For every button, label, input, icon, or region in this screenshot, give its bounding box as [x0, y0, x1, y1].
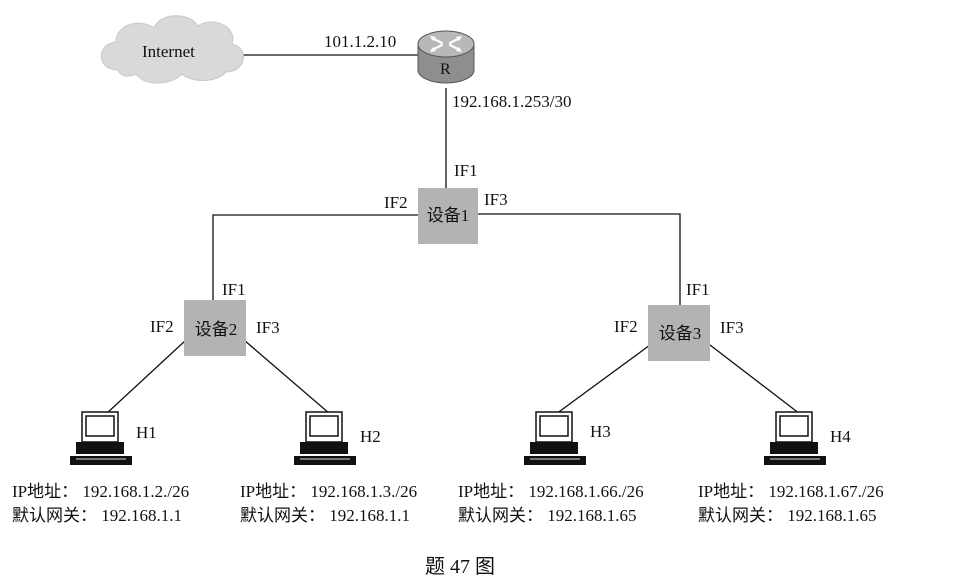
device2-label: 设备2 — [194, 320, 238, 339]
router-wan-ip: 101.1.2.10 — [324, 32, 397, 51]
host-h4-name: H4 — [830, 427, 851, 446]
host-h2-ip: IP地址： 192.168.1.3./26 — [240, 482, 418, 501]
computer-icon-h4 — [764, 411, 826, 465]
link-device3-h4 — [709, 344, 801, 415]
device3-box — [648, 305, 710, 361]
link-device2-h1 — [105, 339, 187, 415]
internet-label: Internet — [142, 42, 195, 61]
host-h1-name: H1 — [136, 423, 157, 442]
device2-if2: IF2 — [150, 317, 174, 336]
host-h2-info: IP地址： 192.168.1.3./26 默认网关： 192.168.1.1 — [240, 480, 417, 528]
router-lan-ip: 192.168.1.253/30 — [452, 92, 572, 111]
link-device2-h2 — [243, 339, 331, 415]
host-h2-gateway: 默认网关： 192.168.1.1 — [240, 506, 410, 525]
links — [105, 54, 801, 415]
host-h3-ip: IP地址： 192.168.1.66./26 — [458, 482, 644, 501]
host-h1-info: IP地址： 192.168.1.2./26 默认网关： 192.168.1.1 — [12, 480, 189, 528]
host-h1-ip: IP地址： 192.168.1.2./26 — [12, 482, 190, 501]
device1-if2: IF2 — [384, 193, 408, 212]
device1-if3: IF3 — [484, 190, 508, 209]
device3-label: 设备3 — [658, 324, 702, 343]
host-h4-info: IP地址： 192.168.1.67./26 默认网关： 192.168.1.6… — [698, 480, 884, 528]
router-icon — [417, 30, 475, 84]
computer-icon-h2 — [294, 411, 356, 465]
device2-box — [184, 300, 246, 356]
internet-cloud-icon — [100, 15, 244, 84]
router-label: R — [440, 61, 451, 78]
device3-if1: IF1 — [686, 280, 710, 299]
host-h4-ip: IP地址： 192.168.1.67./26 — [698, 482, 884, 501]
host-h1-gateway: 默认网关： 192.168.1.1 — [12, 506, 182, 525]
device1-if1: IF1 — [454, 161, 478, 180]
device2-if3: IF3 — [256, 318, 280, 337]
link-device1-device3 — [478, 213, 681, 305]
link-device1-device2 — [212, 214, 418, 300]
host-h3-name: H3 — [590, 422, 611, 441]
host-h2-name: H2 — [360, 427, 381, 446]
device1-box — [418, 188, 478, 244]
computer-icon-h3 — [524, 411, 586, 465]
link-device3-h3 — [555, 344, 651, 415]
device3-if3: IF3 — [720, 318, 744, 337]
host-h3-gateway: 默认网关： 192.168.1.65 — [458, 506, 637, 525]
figure-caption: 题 47 图 — [425, 556, 495, 578]
device2-if1: IF1 — [222, 280, 246, 299]
device1-label: 设备1 — [426, 206, 470, 225]
device3-if2: IF2 — [614, 317, 638, 336]
host-h3-info: IP地址： 192.168.1.66./26 默认网关： 192.168.1.6… — [458, 480, 644, 528]
computer-icon-h1 — [70, 411, 132, 465]
host-h4-gateway: 默认网关： 192.168.1.65 — [698, 506, 877, 525]
